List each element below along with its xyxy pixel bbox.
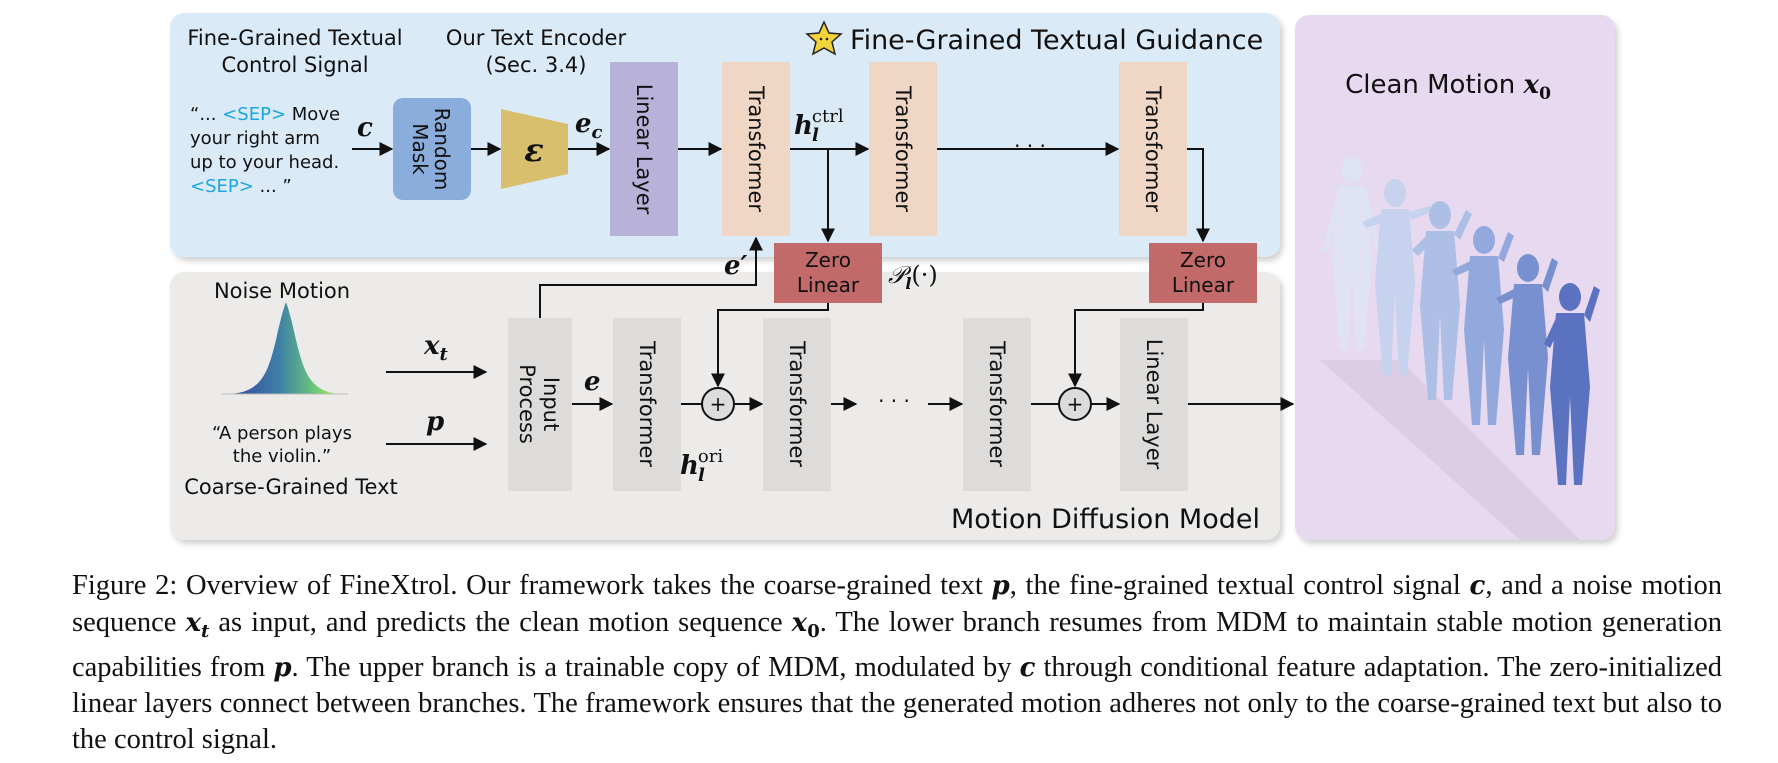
input-process-label-2: Process xyxy=(515,364,539,444)
bottom-transformer-3-label: Transformer xyxy=(985,340,1009,467)
bottom-linear-layer xyxy=(1120,318,1188,491)
bottom-transformer-1-label: Transformer xyxy=(635,340,659,467)
figure-caption: Figure 2: Overview of FineXtrol. Our fra… xyxy=(72,570,1723,755)
random-mask-label-1: Random xyxy=(430,108,454,191)
top-transformer-1-label: Transformer xyxy=(744,85,768,212)
h-ori-sub: l xyxy=(698,465,705,486)
top-transformer-1 xyxy=(722,62,790,236)
top-dots: · · · xyxy=(1014,134,1046,158)
plus-node-1-label: + xyxy=(710,392,727,416)
input-process-block xyxy=(508,318,572,491)
control-signal-text: “... <SEP> Move your right arm up to you… xyxy=(190,104,340,197)
top-linear-layer xyxy=(610,62,678,236)
control-signal-heading-line2: Control Signal xyxy=(221,53,368,77)
bottom-transformer-3 xyxy=(963,318,1031,491)
top-panel-title: Fine-Grained Textual Guidance xyxy=(850,25,1263,56)
zero-linear-1-label-1: Zero xyxy=(805,248,851,272)
input-process-label-1: Input xyxy=(539,377,563,431)
zero-linear-2-label-1: Zero xyxy=(1180,248,1226,272)
e-label: e xyxy=(584,367,601,397)
coarse-text-heading: Coarse-Grained Text xyxy=(184,475,398,499)
plus-node-2-label: + xyxy=(1067,392,1084,416)
gaussian-noise-icon xyxy=(222,302,348,395)
ec-label: ec xyxy=(575,109,603,143)
bottom-transformer-2-label: Transformer xyxy=(785,340,809,467)
c-label: c xyxy=(357,113,373,143)
svg-text:<SEP> ... ”: <SEP> ... ” xyxy=(190,176,292,197)
zero-linear-1-label-2: Linear xyxy=(797,273,860,297)
top-transformer-2-label: Transformer xyxy=(891,85,915,212)
encoder-symbol: ε xyxy=(524,131,543,169)
bottom-transformer-2 xyxy=(763,318,831,491)
bottom-panel-title: Motion Diffusion Model xyxy=(951,504,1260,535)
control-signal-heading-line1: Fine-Grained Textual xyxy=(187,26,402,50)
h-ori-label: hori xyxy=(680,446,723,481)
svg-text:your right arm: your right arm xyxy=(190,128,320,149)
zero-linear-2 xyxy=(1149,243,1257,303)
coarse-text-line2: the violin.” xyxy=(233,446,331,467)
top-transformer-3 xyxy=(1119,62,1187,236)
noise-motion-heading: Noise Motion xyxy=(214,279,350,303)
star-icon xyxy=(805,20,843,56)
h-ctrl-sub: l xyxy=(812,125,819,146)
projection-label: 𝒫l(·) xyxy=(888,261,938,293)
top-linear-layer-label: Linear Layer xyxy=(632,84,656,215)
h-ctrl-label: hctrl xyxy=(794,106,844,141)
encoder-heading-line2: (Sec. 3.4) xyxy=(486,53,587,77)
encoder-heading-line1: Our Text Encoder xyxy=(446,26,627,50)
architecture-diagram: Fine-Grained Textual Guidance Fine-Grain… xyxy=(170,13,1615,540)
svg-text:“... <SEP> Move: “... <SEP> Move xyxy=(190,104,340,125)
zero-linear-2-label-2: Linear xyxy=(1172,273,1235,297)
svg-text:up to your head.: up to your head. xyxy=(190,152,339,173)
motion-sequence-figures xyxy=(1320,156,1600,540)
random-mask-block xyxy=(393,98,471,200)
random-mask-label-2: Mask xyxy=(408,123,432,175)
coarse-text-line1: “A person plays xyxy=(212,423,352,444)
top-transformer-3-label: Transformer xyxy=(1141,85,1165,212)
xt-label: xt xyxy=(423,331,449,365)
p-label: p xyxy=(426,407,444,437)
zero-linear-1 xyxy=(774,243,882,303)
text-encoder-block xyxy=(501,109,568,189)
bottom-transformer-1 xyxy=(613,318,681,491)
bottom-dots: · · · xyxy=(878,389,910,413)
right-panel-title: Clean Motion x0 xyxy=(1345,70,1551,104)
bottom-linear-layer-label: Linear Layer xyxy=(1142,339,1166,470)
top-transformer-2 xyxy=(869,62,937,236)
e-prime-label: e′ xyxy=(724,251,748,281)
